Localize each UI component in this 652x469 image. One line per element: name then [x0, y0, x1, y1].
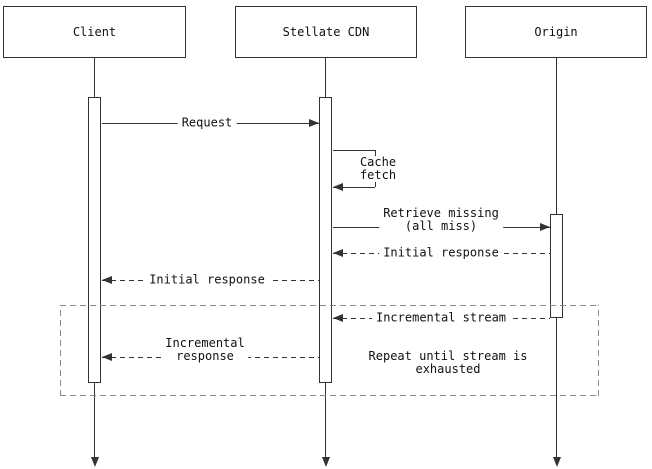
lifeline-end-arrow-client-icon: [91, 457, 99, 467]
message-initial-response-client-arrowhead-icon: [102, 276, 112, 284]
message-incremental-response-arrowhead-icon: [102, 353, 112, 361]
message-cache-fetch-line-top: [333, 150, 375, 151]
message-cache-fetch-label: Cache fetch: [355, 156, 401, 182]
actor-box-stellate-cdn: Stellate CDN: [235, 6, 417, 58]
message-incremental-response-label: Incremental response: [161, 337, 249, 363]
message-request-label: Request: [177, 116, 237, 130]
lifeline-end-arrow-origin-icon: [553, 457, 561, 467]
message-initial-response-cdn-label: Initial response: [379, 246, 503, 260]
activation-origin: [550, 214, 563, 318]
actor-label-origin: Origin: [534, 25, 578, 39]
actor-box-origin: Origin: [465, 6, 647, 58]
loop-note: Repeat until stream is exhausted: [368, 349, 528, 376]
message-request-arrowhead-icon: [309, 119, 319, 127]
actor-label-stellate-cdn: Stellate CDN: [282, 25, 370, 39]
message-cache-fetch-line-bottom: [333, 187, 375, 188]
message-initial-response-client-label: Initial response: [145, 273, 269, 287]
message-incremental-stream-label: Incremental stream: [371, 311, 511, 325]
message-retrieve-missing-arrowhead-icon: [540, 223, 550, 231]
actor-box-client: Client: [3, 6, 186, 58]
message-cache-fetch-arrowhead-icon: [333, 183, 343, 191]
lifeline-end-arrow-stellate-cdn-icon: [322, 457, 330, 467]
message-retrieve-missing-label: Retrieve missing (all miss): [379, 207, 503, 233]
actor-label-client: Client: [72, 25, 117, 39]
message-initial-response-cdn-arrowhead-icon: [333, 249, 343, 257]
message-incremental-stream-arrowhead-icon: [333, 314, 343, 322]
